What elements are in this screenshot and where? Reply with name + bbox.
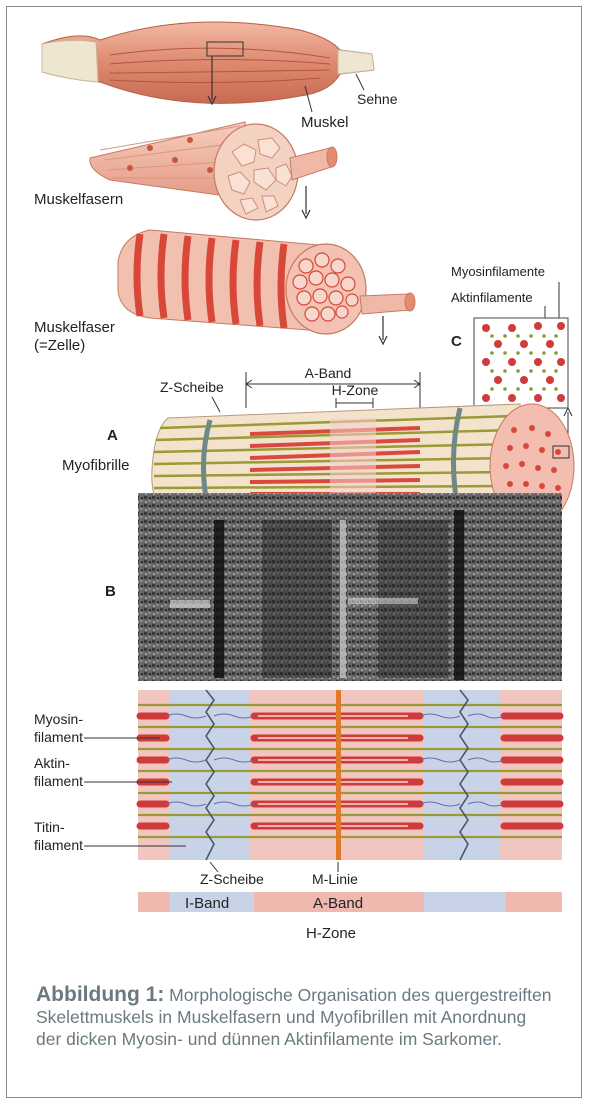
figure-caption: Abbildung 1: Morphologische Organisation… <box>36 984 556 1050</box>
label-aktin-line1: Aktin- <box>34 755 70 771</box>
label-b: B <box>105 583 116 600</box>
label-sehne: Sehne <box>357 91 398 107</box>
label-muskelfaser: Muskelfaser <box>34 319 115 336</box>
label-myosin-line1: Myosin- <box>34 711 83 727</box>
label-aktin-line2: filament <box>34 773 83 789</box>
label-h-zone-bottom: H-Zone <box>306 925 356 942</box>
label-h-zone-top: H-Zone <box>332 382 379 398</box>
label-a-band-top: A-Band <box>305 365 352 381</box>
label-muskel: Muskel <box>301 114 349 131</box>
sarcomere-schematic <box>84 690 562 872</box>
label-i-band: I-Band <box>185 895 229 912</box>
label-aktinfilamente: Aktinfilamente <box>451 290 533 305</box>
label-myosinfilamente: Myosinfilamente <box>451 264 545 279</box>
label-myosin-line2: filament <box>34 729 83 745</box>
label-c: C <box>451 333 462 350</box>
label-titin-line1: Titin- <box>34 819 65 835</box>
muscle-fiber-illustration <box>118 230 415 344</box>
electron-micrograph <box>138 493 562 681</box>
label-z-scheibe-top: Z-Scheibe <box>160 379 224 395</box>
label-myofibrille: Myofibrille <box>62 457 130 474</box>
label-a: A <box>107 427 118 444</box>
muscle-fibers-bundle <box>90 122 337 220</box>
label-z-scheibe-bottom: Z-Scheibe <box>200 871 264 887</box>
label-a-band-bottom: A-Band <box>313 895 363 912</box>
label-zelle: (=Zelle) <box>34 337 85 354</box>
caption-title: Abbildung 1: <box>36 983 164 1006</box>
label-muskelfasern: Muskelfasern <box>34 191 123 208</box>
muscle-illustration <box>42 22 374 112</box>
label-m-linie: M-Linie <box>312 871 358 887</box>
label-titin-line2: filament <box>34 837 83 853</box>
